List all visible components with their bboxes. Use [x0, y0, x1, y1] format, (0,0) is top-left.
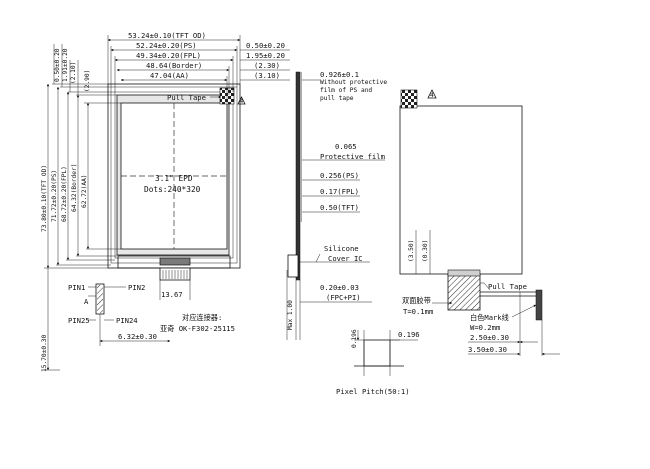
- back-pull-tape-label: Pull Tape: [488, 282, 527, 291]
- pixel-cell: [363, 339, 391, 367]
- side-panel: [295, 71, 301, 281]
- dim-left-small-4: (2.90): [84, 70, 91, 92]
- dim-fpl-height: 68.72±0.20(FPL): [61, 166, 68, 222]
- front-view: Pull Tape 4 3.1" EPD Dots:240*320: [41, 31, 290, 372]
- side-view: Max 1.00 0.926±0.1 Without protective fi…: [286, 70, 387, 340]
- epd-dots-label: Dots:240*320: [144, 185, 201, 194]
- fpc-pins: [162, 270, 188, 279]
- tape-label: 双面胶带: [402, 296, 431, 305]
- connector-pitch-label: 13.67: [161, 290, 183, 299]
- dim-left-small-3: (2.10): [70, 62, 77, 84]
- dim-right-3: (2.30): [254, 61, 280, 70]
- side-max-label: Max 1.00: [287, 300, 294, 330]
- left-small-dimensions: 0.50±0.20 1.91±0.20 (2.10) (2.90): [52, 44, 121, 104]
- svg-text:4: 4: [240, 98, 244, 105]
- side-ps-thickness: 0.256(PS): [320, 171, 359, 180]
- side-fpc-thickness: 0.20±0.03: [320, 283, 359, 292]
- pin1-label: PIN1: [68, 283, 85, 292]
- dim-tft-height: 73.80±0.10(TFT OD): [41, 165, 48, 232]
- back-view: 4 (3.50) (0.30) Pull Tape 双面胶带 T=0.1mm 白…: [399, 89, 560, 356]
- dim-aa-width: 47.04(AA): [150, 71, 189, 80]
- dim-right-4: (3.10): [254, 71, 280, 80]
- back-dim-a: 2.50±0.30: [470, 333, 509, 342]
- dim-border-height: 64.32(Border): [71, 164, 78, 212]
- dim-tft-width: 53.24±0.10(TFT OD): [128, 31, 206, 40]
- driver-ic: [159, 257, 191, 266]
- side-protective-value: 0.065: [335, 142, 357, 151]
- right-dimensions: 0.50±0.20 1.95±0.20 (2.30) (3.10): [240, 41, 290, 81]
- side-cover-ic-label: Cover IC: [328, 254, 363, 263]
- dim-fpl-width: 49.34±0.20(FPL): [136, 51, 201, 60]
- pixel-pitch-horizontal: 0.196: [398, 330, 420, 339]
- side-fpl-thickness: 0.17(FPL): [320, 187, 359, 196]
- connector-detail: PIN1 PIN2 A PIN25 PIN24 13.67 对应连接器: 亚奇 …: [41, 268, 235, 372]
- dim-aa-height: 62.72(AA): [81, 174, 88, 208]
- connector-title: 对应连接器:: [182, 313, 222, 322]
- silicone-cover: [287, 254, 299, 278]
- side-callouts: 0.926±0.1 Without protective film of PS …: [298, 70, 387, 303]
- side-silicone-label: Silicone: [324, 244, 359, 253]
- warning-triangle-back-icon: [427, 89, 437, 99]
- back-dim-b: 3.50±0.30: [468, 345, 507, 354]
- back-dim-left: (3.50): [408, 240, 415, 262]
- pin2-label: PIN2: [128, 283, 145, 292]
- connector-model: 亚奇 OK-F302-25115: [160, 324, 235, 333]
- side-film: [300, 72, 302, 222]
- connector-width-label: 6.32±0.30: [118, 332, 157, 341]
- svg-text:film of PS and: film of PS and: [320, 87, 372, 94]
- warning-triangle-icon: [237, 96, 246, 105]
- dim-ps-width: 52.24±0.20(PS): [136, 41, 197, 50]
- back-dim-right: (0.30): [422, 240, 429, 262]
- bottom-height-label: 15.70±0.30: [41, 334, 48, 372]
- fpc-bend: [447, 269, 481, 277]
- pin24-label: PIN24: [116, 316, 138, 325]
- dim-border-width: 48.64(Border): [146, 61, 202, 70]
- mark-width-label: W=0.2mm: [470, 323, 500, 332]
- pull-tape-back: [400, 89, 418, 109]
- dim-ps-height: 71.72±0.20(PS): [51, 170, 58, 222]
- a-marker-label: A: [84, 297, 89, 306]
- side-protective-label: Protective film: [320, 152, 385, 161]
- double-sided-tape: [447, 273, 481, 311]
- dim-left-small-2: 1.91±0.20: [62, 48, 69, 82]
- epd-size-label: 3.1" EPD: [155, 174, 193, 183]
- back-panel: [399, 105, 523, 275]
- pixel-pitch-caption: Pixel Pitch(50:1): [336, 387, 410, 396]
- side-tft-thickness: 0.50(TFT): [320, 203, 359, 212]
- pixel-pitch-detail: 0.196 0.196 Pixel Pitch(50:1): [336, 329, 420, 396]
- mark-line-label: 白色Mark线: [470, 313, 509, 322]
- left-dimensions: 73.80±0.10(TFT OD) 71.72±0.20(PS) 68.72±…: [41, 83, 121, 269]
- side-fpc-label: (FPC+PI): [326, 293, 361, 302]
- top-dimensions: 53.24±0.10(TFT OD) 52.24±0.20(PS) 49.34±…: [107, 31, 241, 103]
- dim-left-small-1: 0.50±0.20: [54, 48, 61, 82]
- fpc-end-stiffener: [535, 289, 543, 321]
- svg-text:Without protective: Without protective: [320, 79, 387, 86]
- svg-text:pull tape: pull tape: [320, 95, 354, 102]
- tape-thickness: T=0.1mm: [403, 307, 433, 316]
- dim-right-2: 1.95±0.20: [246, 51, 285, 60]
- pull-tape-label: Pull Tape: [167, 93, 206, 102]
- pin25-label: PIN25: [68, 316, 90, 325]
- side-total-thickness: 0.926±0.1: [320, 70, 359, 79]
- dim-right-1: 0.50±0.20: [246, 41, 285, 50]
- pixel-pitch-vertical: 0.196: [351, 329, 358, 348]
- svg-text:4: 4: [430, 92, 434, 99]
